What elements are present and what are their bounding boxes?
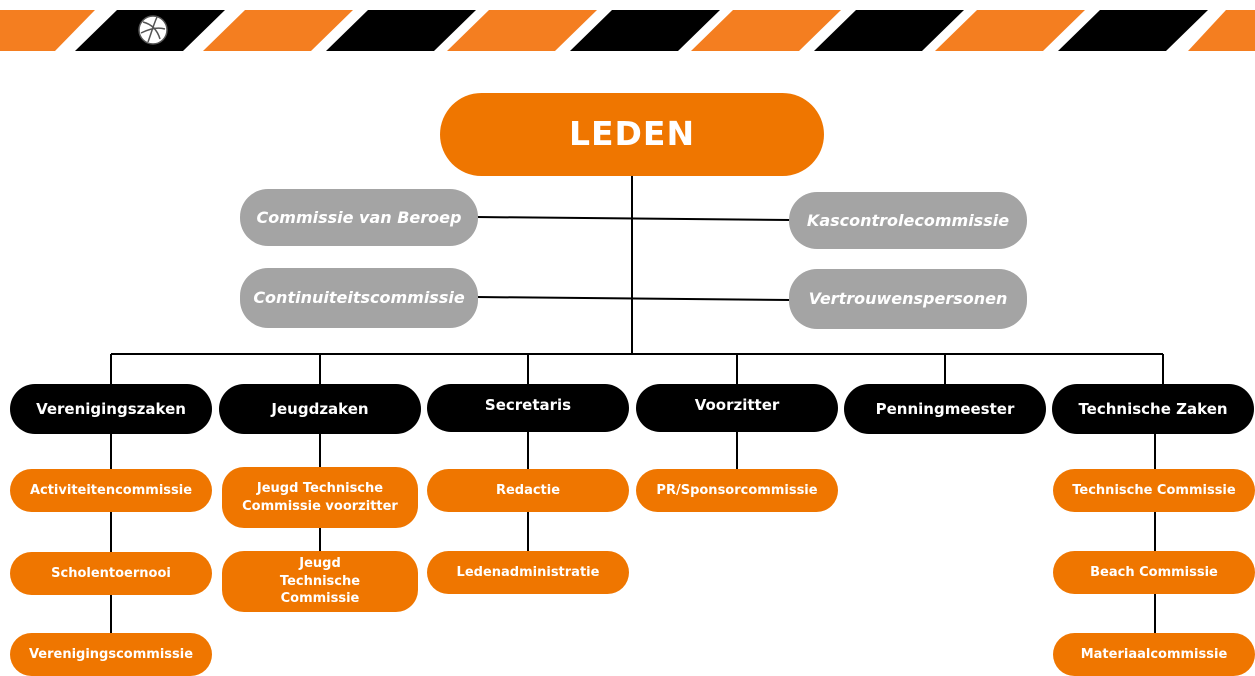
- connector-commissie-van-beroep: [475, 216, 791, 221]
- sub-scholentoernooi: Scholentoernooi: [10, 552, 212, 595]
- node-continuiteitscommissie: Continuiteitscommissie: [240, 268, 478, 328]
- banner-stripe: [0, 10, 95, 51]
- node-kascontrolecommissie: Kascontrolecommissie: [789, 192, 1027, 249]
- dept-voorzitter: Voorzitter: [636, 384, 838, 432]
- banner-stripe: [1058, 10, 1208, 51]
- dept-technische-zaken: Technische Zaken: [1052, 384, 1254, 434]
- sub-jeugd-technische-commissie-voorzitter: Jeugd Technische Commissie voorzitter: [222, 467, 418, 528]
- sub-technische-commissie: Technische Commissie: [1053, 469, 1255, 512]
- striped-banner: [0, 10, 1255, 51]
- banner-stripes: [0, 10, 1255, 51]
- node-commissie-van-beroep: Commissie van Beroep: [240, 189, 478, 246]
- root-node-leden: LEDEN: [440, 93, 824, 176]
- banner-stripe: [203, 10, 353, 51]
- sub-ledenadministratie: Ledenadministratie: [427, 551, 629, 594]
- banner-stripe: [1188, 10, 1255, 51]
- banner-stripe: [570, 10, 720, 51]
- dept-penningmeester: Penningmeester: [844, 384, 1046, 434]
- dept-jeugdzaken: Jeugdzaken: [219, 384, 421, 434]
- sub-pr-sponsorcommissie: PR/Sponsorcommissie: [636, 469, 838, 512]
- connector-continuiteitscommissie: [475, 296, 791, 301]
- sub-redactie: Redactie: [427, 469, 629, 512]
- node-vertrouwenspersonen: Vertrouwenspersonen: [789, 269, 1027, 329]
- sub-materiaalcommissie: Materiaalcommissie: [1053, 633, 1255, 676]
- banner-stripe: [447, 10, 597, 51]
- sub-jeugd-technische-commissie: Jeugd Technische Commissie: [222, 551, 418, 612]
- dept-secretaris: Secretaris: [427, 384, 629, 432]
- banner-stripe: [935, 10, 1085, 51]
- banner-stripe: [814, 10, 964, 51]
- sub-activiteitencommissie: Activiteitencommissie: [10, 469, 212, 512]
- dept-verenigingszaken: Verenigingszaken: [10, 384, 212, 434]
- banner-stripe: [691, 10, 841, 51]
- sub-verenigingscommissie: Verenigingscommissie: [10, 633, 212, 676]
- sub-beach-commissie: Beach Commissie: [1053, 551, 1255, 594]
- volleyball-logo-icon: [138, 15, 168, 45]
- banner-stripe: [326, 10, 476, 51]
